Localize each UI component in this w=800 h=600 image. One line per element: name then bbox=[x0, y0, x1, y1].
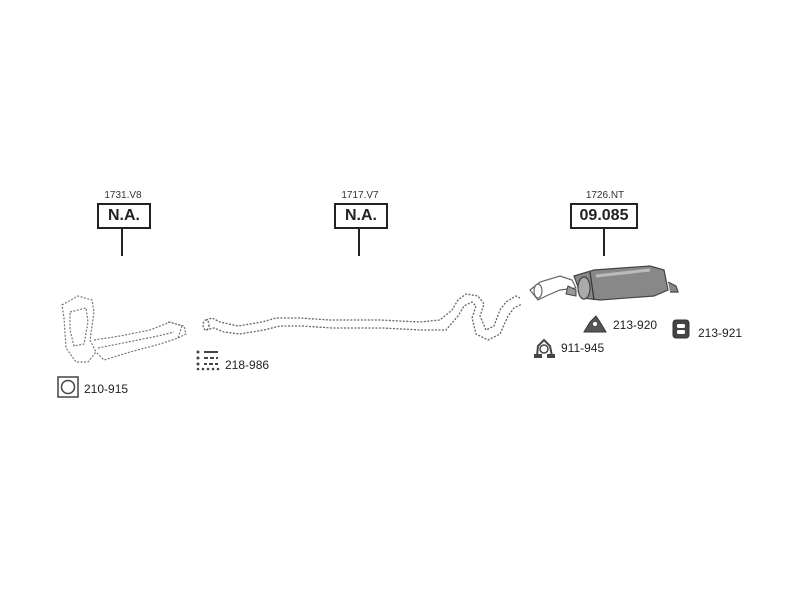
gasket-icon[interactable] bbox=[57, 376, 79, 398]
section-code-box-2[interactable]: N.A. bbox=[334, 203, 388, 229]
section-stem-3 bbox=[603, 229, 605, 256]
front-pipe-catalyst[interactable] bbox=[61, 295, 187, 363]
gasket-label: 210-915 bbox=[84, 382, 129, 396]
rubber-mount-label: 213-920 bbox=[613, 318, 658, 332]
section-ref-1: 1731.V8 bbox=[104, 190, 142, 201]
section-stem-2 bbox=[358, 229, 360, 256]
hanger-icon[interactable] bbox=[672, 319, 690, 339]
rear-silencer[interactable] bbox=[529, 265, 679, 301]
rubber-mount-icon[interactable] bbox=[583, 315, 607, 333]
hanger-label: 213-921 bbox=[698, 326, 743, 340]
section-code-box-3[interactable]: 09.085 bbox=[570, 203, 638, 229]
section-stem-1 bbox=[121, 229, 123, 256]
clamp-icon[interactable] bbox=[534, 338, 555, 358]
section-ref-2: 1717.V7 bbox=[341, 190, 379, 201]
hardware-kit-icon[interactable] bbox=[196, 350, 220, 371]
middle-pipe[interactable] bbox=[202, 293, 523, 341]
section-code-box-1[interactable]: N.A. bbox=[97, 203, 151, 229]
clamp-label: 911-945 bbox=[561, 341, 605, 355]
section-ref-3: 1726.NT bbox=[585, 190, 625, 201]
hardware-kit-label: 218-986 bbox=[225, 358, 270, 372]
